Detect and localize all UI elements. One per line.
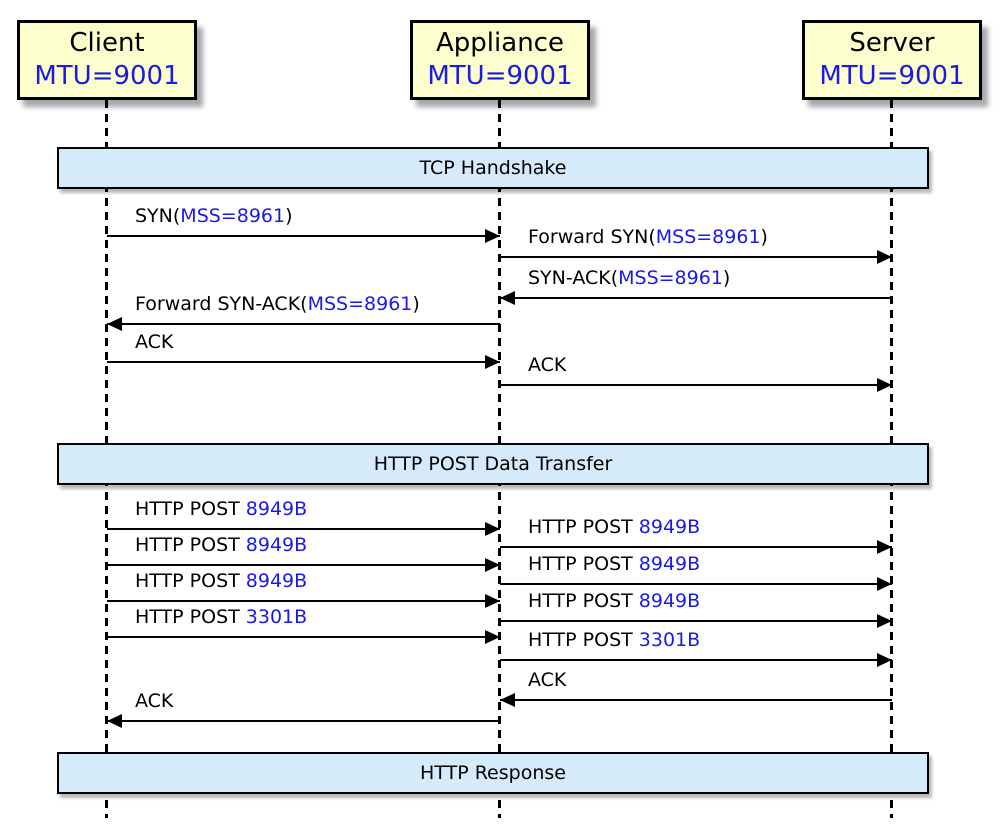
message-label: Forward SYN-ACK(MSS=8961) [135, 293, 420, 315]
actor-name: Client [69, 28, 145, 58]
divider-http-response: HTTP Response [57, 752, 929, 794]
message-value-highlight: 8949B [245, 534, 308, 556]
message-label: HTTP POST 8949B [528, 590, 700, 612]
message-label: ACK [528, 354, 566, 376]
divider-label: HTTP POST Data Transfer [373, 453, 613, 475]
message-arrowhead-icon [485, 558, 500, 572]
message-value-highlight: MSS=8961 [655, 226, 761, 248]
message-label: HTTP POST 8949B [135, 498, 307, 520]
message-arrowhead-icon [485, 630, 500, 644]
divider-label: HTTP Response [420, 762, 566, 784]
message-text: ) [722, 267, 731, 289]
message-value-highlight: 8949B [245, 498, 308, 520]
message-text: HTTP POST [528, 553, 639, 575]
message-text: Forward SYN-ACK( [135, 293, 308, 315]
message-arrowhead-icon [107, 317, 122, 331]
message-arrow-line [500, 297, 892, 299]
actor-mtu-value: MTU=9001 [427, 61, 573, 91]
message-arrow-line [500, 384, 892, 386]
message-arrowhead-icon [877, 577, 892, 591]
actor-client: Client MTU=9001 [17, 20, 197, 100]
message-value-highlight: 8949B [638, 553, 701, 575]
message-value-highlight: MSS=8961 [180, 205, 286, 227]
message-text: ) [412, 293, 420, 315]
message-arrowhead-icon [107, 714, 122, 728]
message-value-highlight: 8949B [638, 516, 701, 538]
message-arrow-line [500, 659, 892, 661]
actor-name: Server [849, 28, 935, 58]
message-label: HTTP POST 3301B [135, 606, 307, 628]
message-text: HTTP POST [135, 570, 246, 592]
message-label: HTTP POST 8949B [135, 534, 307, 556]
message-arrowhead-icon [877, 653, 892, 667]
message-text: HTTP POST [528, 590, 639, 612]
message-arrow-line [500, 699, 892, 701]
message-text: Forward SYN( [528, 226, 656, 248]
message-label: SYN-ACK(MSS=8961) [528, 267, 730, 289]
message-value-highlight: 8949B [245, 570, 308, 592]
message-text: ACK [528, 669, 567, 691]
message-text: HTTP POST [528, 629, 639, 651]
message-label: HTTP POST 8949B [528, 516, 700, 538]
message-text: HTTP POST [135, 534, 246, 556]
message-arrow-line [107, 235, 500, 237]
message-arrow-line [500, 620, 892, 622]
message-arrow-line [107, 636, 500, 638]
message-label: SYN(MSS=8961) [135, 205, 293, 227]
message-arrowhead-icon [500, 693, 515, 707]
message-value-highlight: MSS=8961 [618, 267, 723, 289]
message-value-highlight: 3301B [638, 629, 701, 651]
message-arrow-line [107, 528, 500, 530]
message-arrow-line [107, 720, 500, 722]
message-arrow-line [107, 323, 500, 325]
message-text: ACK [135, 690, 174, 712]
message-text: SYN-ACK( [528, 267, 619, 289]
message-text: SYN( [135, 205, 181, 227]
message-label: ACK [135, 331, 173, 353]
message-label: HTTP POST 3301B [528, 629, 700, 651]
actor-name: Appliance [436, 28, 564, 58]
message-value-highlight: 8949B [638, 590, 701, 612]
divider-http-post-data-transfer: HTTP POST Data Transfer [57, 443, 929, 485]
message-arrowhead-icon [485, 229, 500, 243]
message-label: ACK [528, 669, 566, 691]
divider-tcp-handshake: TCP Handshake [57, 147, 929, 189]
message-label: ACK [135, 690, 173, 712]
actor-mtu-value: MTU=9001 [819, 61, 965, 91]
message-arrowhead-icon [877, 378, 892, 392]
message-text: HTTP POST [528, 516, 639, 538]
divider-label: TCP Handshake [419, 157, 567, 179]
message-value-highlight: 3301B [245, 606, 308, 628]
message-arrow-line [107, 564, 500, 566]
message-label: HTTP POST 8949B [135, 570, 307, 592]
message-arrowhead-icon [877, 250, 892, 264]
message-text: HTTP POST [135, 606, 246, 628]
message-arrow-line [107, 361, 500, 363]
message-label: Forward SYN(MSS=8961) [528, 226, 768, 248]
message-label: HTTP POST 8949B [528, 553, 700, 575]
actor-server: Server MTU=9001 [802, 20, 982, 100]
message-arrowhead-icon [877, 614, 892, 628]
message-arrow-line [500, 583, 892, 585]
actor-appliance: Appliance MTU=9001 [410, 20, 590, 100]
message-text: ) [760, 226, 768, 248]
message-text: ) [285, 205, 293, 227]
message-value-highlight: MSS=8961 [307, 293, 413, 315]
actor-mtu-value: MTU=9001 [34, 61, 180, 91]
message-arrowhead-icon [485, 522, 500, 536]
message-text: ACK [135, 331, 174, 353]
message-arrow-line [107, 600, 500, 602]
message-arrowhead-icon [485, 355, 500, 369]
message-arrow-line [500, 546, 892, 548]
message-arrowhead-icon [500, 291, 515, 305]
message-text: HTTP POST [135, 498, 246, 520]
message-arrow-line [500, 256, 892, 258]
message-arrowhead-icon [877, 540, 892, 554]
message-text: ACK [528, 354, 567, 376]
message-arrowhead-icon [485, 594, 500, 608]
